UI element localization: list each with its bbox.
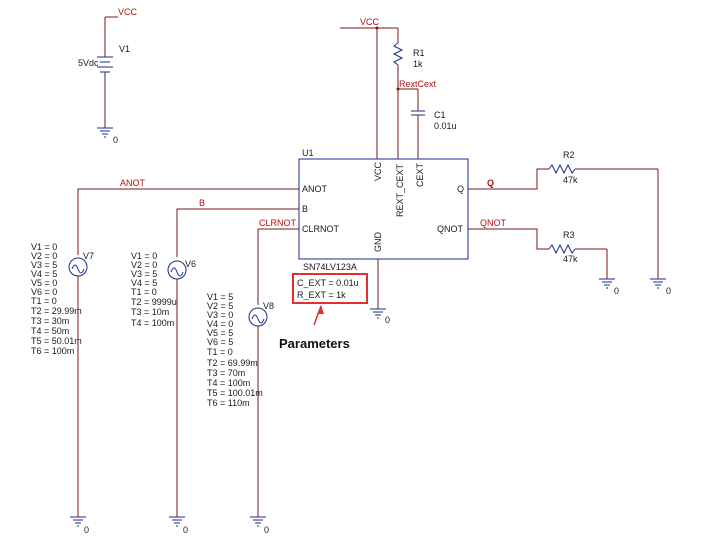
pulse-icon — [251, 314, 265, 324]
v6-line-5: T2 = 9999u — [131, 297, 177, 307]
net-anot[interactable]: ANOT — [77, 178, 299, 255]
v1-name: V1 — [119, 44, 130, 54]
param-c-ext: C_EXT = 0.01u — [297, 278, 359, 288]
timing-network[interactable]: VCC R1 1k RextCext C1 0.01u — [340, 17, 457, 159]
v7-line-3: V4 = 5 — [31, 269, 57, 279]
ground-icon — [169, 516, 185, 527]
ground-icon — [70, 516, 86, 527]
pin-rext-cext: REXT_CEXT — [395, 163, 405, 217]
v8-line-1: V2 = 5 — [207, 301, 233, 311]
pin-gnd: GND — [373, 232, 383, 253]
r3-name: R3 — [563, 230, 575, 240]
parameters-label: Parameters — [279, 336, 350, 351]
pulse-icon — [71, 264, 85, 274]
net-b[interactable]: B — [176, 198, 299, 257]
v8-line-8: T3 = 70m — [207, 368, 245, 378]
ground-icon — [250, 516, 266, 527]
pin-clrnot: CLRNOT — [302, 224, 340, 234]
ground-label: 0 — [385, 315, 390, 325]
v7-line-0: V1 = 0 — [31, 242, 57, 252]
v6-line-2: V3 = 5 — [131, 269, 157, 279]
v6-line-6: T3 = 10m — [131, 307, 169, 317]
v8-line-7: T2 = 69.99m — [207, 358, 258, 368]
v6-source[interactable]: V6 V1 = 0 V2 = 0 V3 = 5 V4 = 5 T1 = 0 T2… — [131, 251, 196, 535]
ground-label: 0 — [183, 525, 188, 535]
net-q[interactable]: Q R2 47k 0 — [468, 150, 671, 296]
net-label-qnot: QNOT — [480, 218, 507, 228]
ground-icon — [370, 308, 386, 319]
pin-qnot: QNOT — [437, 224, 464, 234]
c1-value: 0.01u — [434, 121, 457, 131]
v7-source[interactable]: V7 V1 = 0 V2 = 0 V3 = 5 V4 = 5 V5 = 0 V6… — [31, 242, 94, 535]
ground-icon — [650, 278, 666, 289]
pulse-icon — [170, 267, 184, 277]
pin-anot: ANOT — [302, 184, 328, 194]
v7-line-1: V2 = 0 — [31, 251, 57, 261]
net-label-q: Q — [487, 178, 494, 188]
net-label-rextcext: RextCext — [399, 79, 437, 89]
v8-line-0: V1 = 5 — [207, 292, 233, 302]
r1-name: R1 — [413, 48, 425, 58]
v8-line-3: V4 = 0 — [207, 319, 233, 329]
parameters-annotation: Parameters — [279, 305, 350, 351]
v7-name: V7 — [83, 251, 94, 261]
v7-line-4: V5 = 0 — [31, 278, 57, 288]
r1-value: 1k — [413, 59, 423, 69]
v8-line-2: V3 = 0 — [207, 310, 233, 320]
v8-line-5: V6 = 5 — [207, 337, 233, 347]
net-label-vcc-left: VCC — [118, 7, 138, 17]
ground-label: 0 — [84, 525, 89, 535]
v7-line-11: T6 = 100m — [31, 346, 74, 356]
v7-line-10: T5 = 50.01m — [31, 336, 82, 346]
pin-q: Q — [457, 184, 464, 194]
v7-line-6: T1 = 0 — [31, 296, 57, 306]
ground-label: 0 — [614, 286, 619, 296]
net-clrnot[interactable]: CLRNOT — [257, 218, 299, 305]
u1-name: U1 — [302, 148, 314, 158]
v8-line-9: T4 = 100m — [207, 378, 250, 388]
v6-line-7: T4 = 100m — [131, 318, 174, 328]
ground-label: 0 — [666, 286, 671, 296]
v8-line-6: T1 = 0 — [207, 347, 233, 357]
pin-vcc: VCC — [373, 161, 383, 181]
v1-value: 5Vdc — [78, 58, 99, 68]
v8-line-4: V5 = 5 — [207, 328, 233, 338]
u1-part: SN74LV123A — [303, 262, 357, 272]
v8-name: V8 — [263, 301, 274, 311]
ground-label: 0 — [264, 525, 269, 535]
v7-line-5: V6 = 0 — [31, 287, 57, 297]
pin-cext: CEXT — [415, 162, 425, 187]
parameter-box[interactable]: C_EXT = 0.01u R_EXT = 1k — [292, 273, 368, 304]
v6-line-0: V1 = 0 — [131, 251, 157, 261]
net-label-anot: ANOT — [120, 178, 146, 188]
r3-value: 47k — [563, 254, 578, 264]
v7-line-7: T2 = 29.99m — [31, 306, 82, 316]
r2-name: R2 — [563, 150, 575, 160]
v8-source[interactable]: V8 V1 = 5 V2 = 5 V3 = 0 V4 = 0 V5 = 5 V6… — [207, 292, 274, 535]
v6-name: V6 — [185, 259, 196, 269]
param-r-ext: R_EXT = 1k — [297, 290, 346, 300]
v8-line-10: T5 = 100.01m — [207, 388, 263, 398]
v7-line-8: T3 = 30m — [31, 316, 69, 326]
v8-line-11: T6 = 110m — [207, 398, 250, 408]
v6-line-1: V2 = 0 — [131, 260, 157, 270]
pin-b: B — [302, 204, 308, 214]
net-label-b: B — [199, 198, 205, 208]
net-label-clrnot: CLRNOT — [259, 218, 297, 228]
v6-line-3: V4 = 5 — [131, 278, 157, 288]
v7-line-9: T4 = 50m — [31, 326, 69, 336]
ground-icon — [599, 278, 615, 289]
c1-name: C1 — [434, 110, 446, 120]
net-qnot[interactable]: QNOT R3 47k 0 — [468, 218, 619, 296]
ground-label: 0 — [113, 135, 118, 145]
ground-icon — [97, 127, 113, 138]
v1-supply[interactable]: VCC 5Vdc V1 0 — [78, 7, 138, 145]
v6-line-4: T1 = 0 — [131, 287, 157, 297]
u1-ic[interactable]: U1 SN74LV123A ANOT B CLRNOT Q QNOT VCC R… — [298, 148, 469, 325]
v7-line-2: V3 = 5 — [31, 260, 57, 270]
net-label-vcc-mid: VCC — [360, 17, 380, 27]
r2-value: 47k — [563, 175, 578, 185]
